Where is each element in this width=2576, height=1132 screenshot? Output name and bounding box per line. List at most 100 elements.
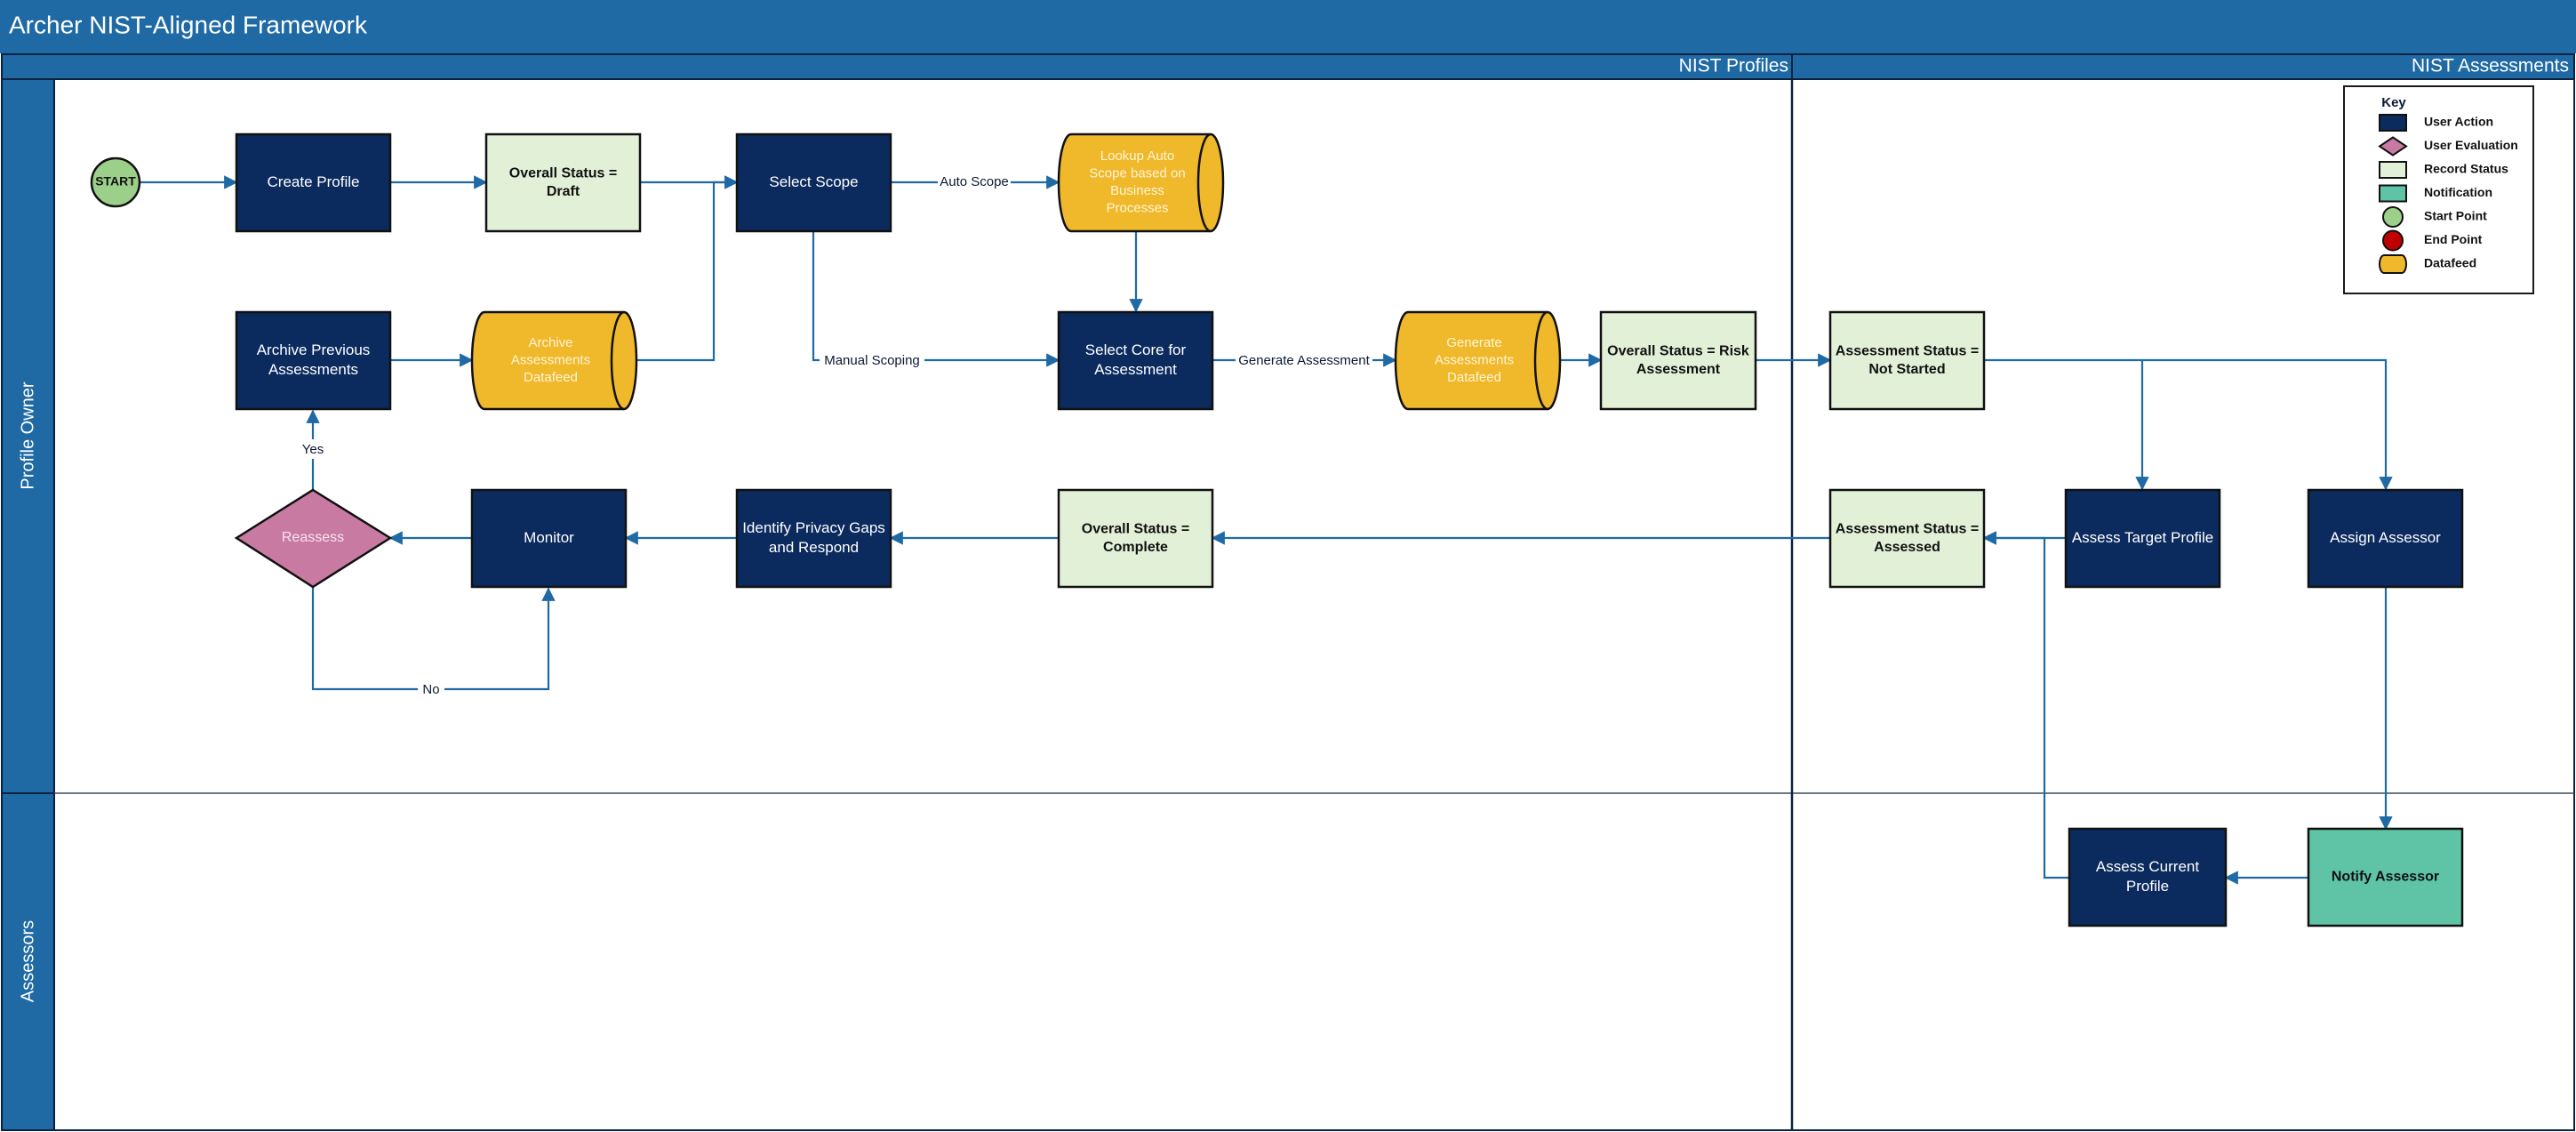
generate-feed-text: Datafeed xyxy=(1447,370,1501,385)
legend-item: Start Point xyxy=(2382,206,2487,228)
identify-gaps-text: Identify Privacy Gaps xyxy=(742,519,885,536)
column-header-bar xyxy=(1,53,2575,80)
edge-label-auto-scope: Auto Scope xyxy=(940,174,1009,189)
identify-gaps-shape xyxy=(735,488,892,589)
start-label: START xyxy=(95,174,136,189)
assess-current-text: Profile xyxy=(2126,878,2169,895)
status-complete-shape xyxy=(1057,488,1214,589)
assign-assessor-text: Assign Assessor xyxy=(2330,529,2441,546)
select-core-shape xyxy=(1057,310,1214,411)
monitor-action: Monitor xyxy=(470,488,628,589)
archive-previous-text: Archive Previous xyxy=(257,341,371,358)
legend-label: User Action xyxy=(2424,115,2493,129)
legend-item: End Point xyxy=(2382,229,2483,252)
title-bar xyxy=(0,0,2576,53)
identify-gaps-text: and Respond xyxy=(769,539,859,556)
status-risk-shape xyxy=(1599,310,1757,411)
archive-feed-text: Assessments xyxy=(511,352,590,367)
reassess-text: Reassess xyxy=(282,530,344,545)
status-assessed-text: Assessment Status = xyxy=(1836,521,1979,536)
edge-label-generate-assessment: Generate Assessment xyxy=(1238,353,1370,368)
legend-item: Datafeed xyxy=(2379,254,2476,274)
legend-user-action-swatch xyxy=(2379,114,2407,132)
archive-previous-text: Assessments xyxy=(268,361,358,378)
edge-label-no: No xyxy=(422,682,439,697)
assess-target-text: Assess Target Profile xyxy=(2072,529,2213,546)
status-draft-status: Overall Status =Draft xyxy=(484,132,642,233)
lane-band-assessors xyxy=(1,792,55,1131)
lane-label-assessors: Assessors xyxy=(18,920,37,1002)
connectors xyxy=(140,175,2393,885)
legend-label: Record Status xyxy=(2424,162,2508,176)
edge-notstarted-assign xyxy=(1984,358,2393,491)
status-complete-text: Complete xyxy=(1103,540,1168,555)
select-scope-action: Select Scope xyxy=(735,132,892,233)
status-risk-text: Overall Status = Risk xyxy=(1607,343,1749,358)
legend-label: Start Point xyxy=(2424,209,2487,223)
notify-assessor-notification: Notify Assessor xyxy=(2307,827,2464,927)
assess-current-shape xyxy=(2068,827,2228,927)
legend-end-point-swatch xyxy=(2382,229,2404,252)
auto-scope-feed-text: Processes xyxy=(1106,201,1168,216)
select-scope-shape xyxy=(735,132,892,233)
legend-notification-swatch xyxy=(2379,184,2407,203)
assess-current-text: Assess Current xyxy=(2096,858,2199,875)
create-profile-action: Create Profile xyxy=(235,132,392,233)
assign-assessor-shape xyxy=(2307,488,2464,589)
select-scope-text: Select Scope xyxy=(769,173,858,190)
edge-label-yes: Yes xyxy=(302,442,324,457)
reassess-decision: Reassess xyxy=(234,488,393,589)
edge-label-manual-scoping: Manual Scoping xyxy=(824,353,920,368)
assign-assessor-action: Assign Assessor xyxy=(2307,488,2464,589)
edge-scope-core xyxy=(812,231,1060,367)
select-core-text: Select Core for xyxy=(1085,341,1187,358)
status-not-started-shape xyxy=(1828,310,1986,411)
notify-assessor-text: Notify Assessor xyxy=(2332,870,2439,885)
archive-feed-text: Datafeed xyxy=(524,370,578,385)
status-risk-text: Assessment xyxy=(1636,362,1721,377)
edge-archivefeed-scope xyxy=(633,175,739,362)
status-complete-status: Overall Status =Complete xyxy=(1057,488,1214,589)
status-draft-shape xyxy=(484,132,642,233)
column-header-profiles: NIST Profiles xyxy=(1679,56,1788,76)
legend-box xyxy=(2343,85,2534,294)
archive-feed-text: Archive xyxy=(528,335,572,350)
identify-gaps-action: Identify Privacy Gaps and Respond xyxy=(735,488,892,589)
auto-scope-feed-text: Scope based on xyxy=(1089,166,1185,181)
edge-current-assessed xyxy=(1982,531,2069,879)
legend-record-status-swatch xyxy=(2379,161,2407,179)
column-header-assessments: NIST Assessments xyxy=(2412,56,2569,76)
edge-reassess-monitor xyxy=(311,587,556,691)
status-assessed-text: Assessed xyxy=(1874,540,1940,555)
lanes-frame xyxy=(53,78,2575,1131)
auto-scope-feed-text: Business xyxy=(1110,183,1164,198)
start-point: START xyxy=(90,157,141,208)
select-core-text: Assessment xyxy=(1094,361,1177,378)
status-not-started-text: Assessment Status = xyxy=(1836,343,1979,358)
archive-previous-shape xyxy=(235,310,392,411)
reassess-diamond xyxy=(234,488,393,589)
lane-label-profile-owner: Profile Owner xyxy=(18,381,37,489)
generate-feed-text: Assessments xyxy=(1435,352,1514,367)
create-profile-shape xyxy=(235,132,392,233)
diagram-title: Archer NIST-Aligned Framework xyxy=(9,11,368,38)
legend-title: Key xyxy=(2381,95,2406,110)
status-draft-text: Overall Status = xyxy=(509,165,617,181)
legend-label: Notification xyxy=(2424,185,2492,199)
monitor-text: Monitor xyxy=(524,529,574,546)
legend-item: Record Status xyxy=(2379,161,2508,179)
legend-label: User Evaluation xyxy=(2424,138,2518,152)
status-assessed-status: Assessment Status = Assessed xyxy=(1828,488,1986,589)
legend-datafeed-swatch xyxy=(2379,254,2407,274)
legend-start-point-swatch xyxy=(2382,206,2404,228)
